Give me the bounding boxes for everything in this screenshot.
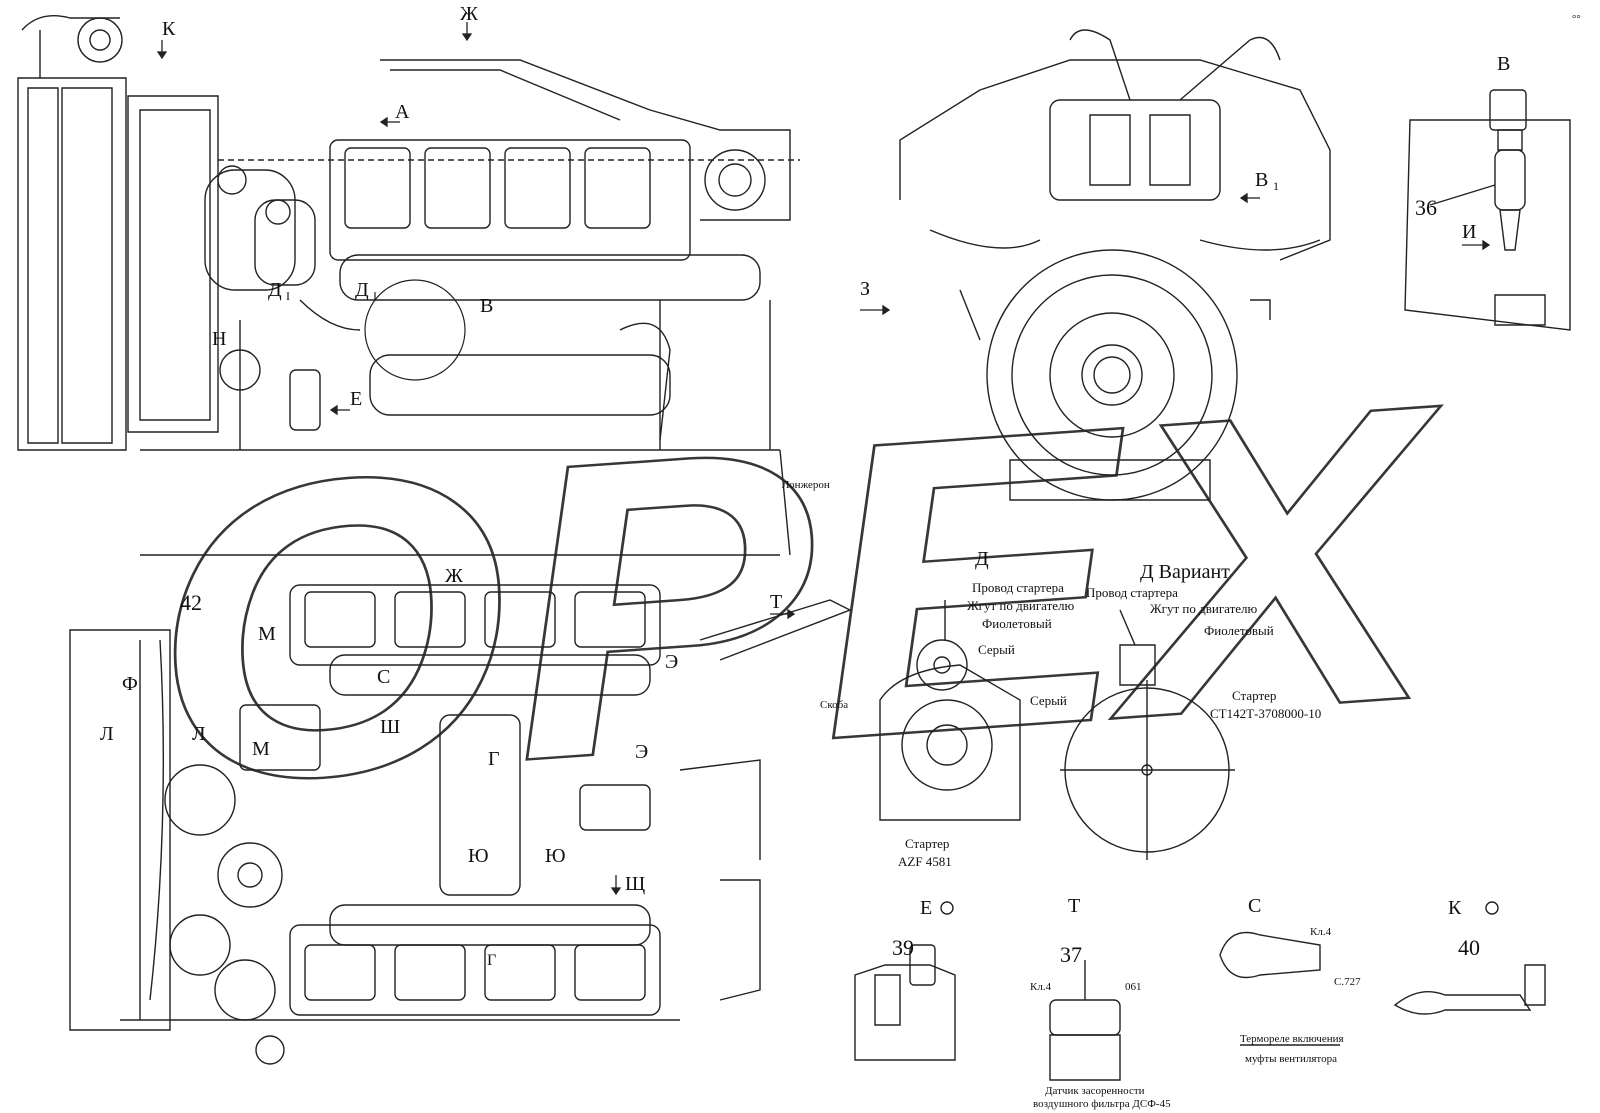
part-39-label: 39 <box>892 935 914 960</box>
view-m2-label: М <box>252 738 270 760</box>
violet-label: Фиолетовый <box>982 616 1052 631</box>
view-d1-sub: I <box>286 289 290 303</box>
starter-wire-label: Провод стартера <box>972 580 1064 595</box>
engine-harness2-label: Жгут по двигателю <box>1150 601 1258 616</box>
view-b-detail <box>1405 90 1570 330</box>
view-arrows <box>158 22 1489 894</box>
view-zh-label: Ж <box>460 3 478 25</box>
view-e-rev2-label: Э <box>635 741 648 763</box>
d-variant-label: Д Вариант <box>1140 561 1230 583</box>
bracket-label: Скоба <box>820 699 848 711</box>
engine-harness-label: Жгут по двигателю <box>967 598 1075 613</box>
detail-t-label: Т <box>1068 895 1080 917</box>
view-b-label: В <box>480 295 493 317</box>
view-b1-sub: 1 <box>1273 179 1279 193</box>
view-n-label: Н <box>212 328 226 350</box>
view-sch-label: Щ <box>625 873 645 895</box>
view-g-label: Г <box>488 748 500 770</box>
kl4-label: Кл.4 <box>1030 981 1052 993</box>
part-36-label: 36 <box>1415 195 1437 220</box>
view-b1-label: В <box>1255 169 1268 191</box>
kl4b-label: Кл.4 <box>1310 926 1332 938</box>
view-d-label: Д <box>975 548 989 570</box>
engine-rear-view <box>900 30 1330 500</box>
starter-label: Стартер <box>905 836 949 851</box>
detail-e-label: Е <box>920 897 932 919</box>
starter2-label: Стартер <box>1232 688 1276 703</box>
part-37-label: 37 <box>1060 942 1082 967</box>
n061-label: 061 <box>1125 981 1142 993</box>
view-d1-label: Д <box>268 279 282 301</box>
corner-mark: °° <box>1572 13 1581 25</box>
thermo-line1-label: Термореле включения <box>1240 1033 1344 1045</box>
grey2-label: Серый <box>1030 693 1067 708</box>
view-f-label: Ф <box>122 673 138 695</box>
view-g2-label: Г <box>487 952 496 969</box>
starter-views <box>880 600 1235 860</box>
engine-top-view <box>70 585 850 1064</box>
watermark: OPEX <box>134 315 1470 876</box>
view-d1b-label: Д <box>355 279 369 301</box>
starter2-model-label: СТ142Т-3708000-10 <box>1210 706 1321 721</box>
starter-wire2-label: Провод стартера <box>1086 585 1178 600</box>
view-b-detail-label: В <box>1497 53 1510 75</box>
view-a-label: А <box>395 101 410 123</box>
s727-label: С.727 <box>1334 976 1361 988</box>
detail-k-label: К <box>1448 897 1462 919</box>
starter-model-label: AZF 4581 <box>898 854 952 869</box>
view-yu2-label: Ю <box>545 845 566 867</box>
part-40-label: 40 <box>1458 935 1480 960</box>
view-m-label: М <box>258 623 276 645</box>
view-sh-label: Ш <box>380 716 400 738</box>
view-l2-label: Л <box>192 723 206 745</box>
labels: К Ж А В Д I Д I Н Е Лонжерон З В 1 В 36 … <box>100 3 1581 1110</box>
dsf-line2-label: воздушного фильтра ДСФ-45 <box>1033 1098 1171 1110</box>
view-t-label: Т <box>770 591 782 613</box>
violet2-label: Фиолетовый <box>1204 623 1274 638</box>
view-yu-label: Ю <box>468 845 489 867</box>
watermark-text: OPEX <box>135 316 1468 875</box>
view-k-label: К <box>162 18 176 40</box>
view-l-label: Л <box>100 723 114 745</box>
small-details <box>855 902 1545 1080</box>
view-zh2-label: Ж <box>445 565 463 587</box>
part-42-label: 42 <box>180 590 202 615</box>
view-e-label: Е <box>350 388 362 410</box>
view-e-rev-label: Э <box>665 651 678 673</box>
view-d1b-sub: I <box>373 289 377 303</box>
view-i-label: И <box>1462 221 1476 243</box>
detail-s-label: С <box>1248 895 1261 917</box>
view-z-label: З <box>860 278 870 300</box>
engine-side-view <box>18 16 800 555</box>
view-s-label: С <box>377 666 390 688</box>
grey-label: Серый <box>978 642 1015 657</box>
spar-label: Лонжерон <box>782 479 830 491</box>
thermo-line2-label: муфты вентилятора <box>1245 1053 1337 1065</box>
dsf-line1-label: Датчик засоренности <box>1045 1085 1145 1097</box>
